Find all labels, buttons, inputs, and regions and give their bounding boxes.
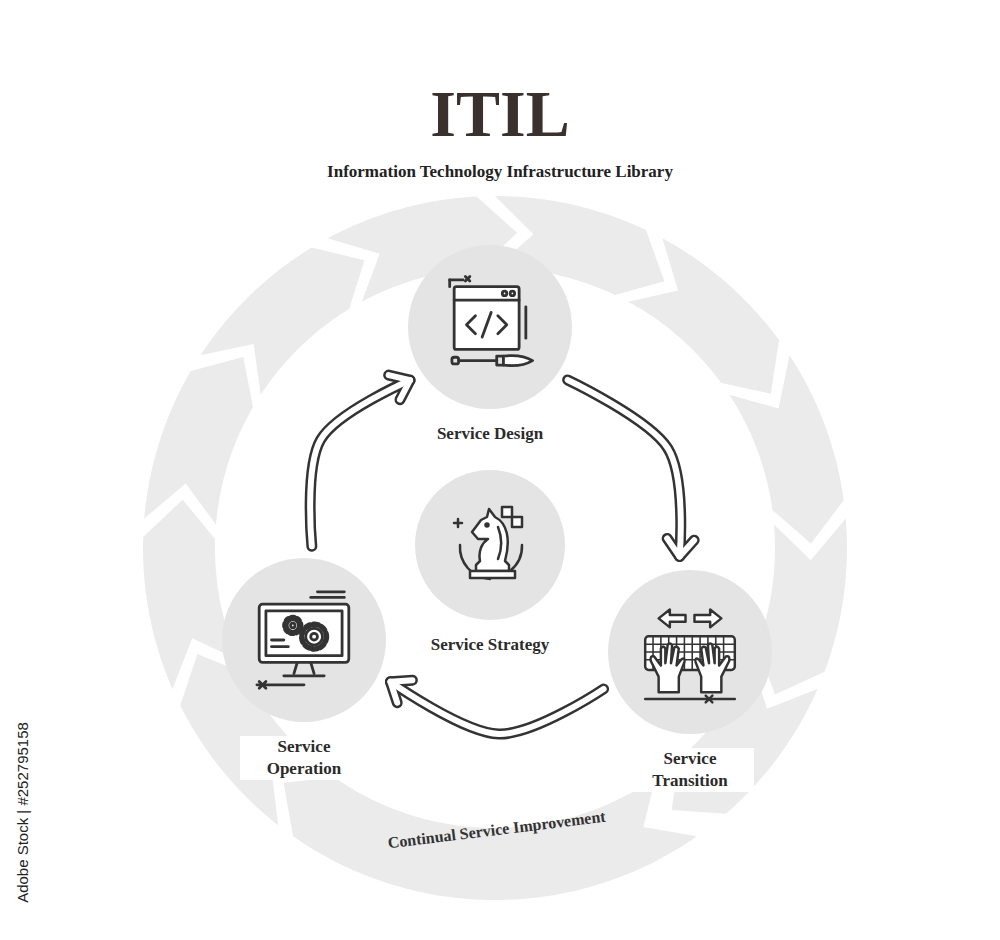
arrow-fill [310,380,410,546]
ring-arrow [757,519,847,695]
ring-arrow [729,355,843,543]
circle-outline [408,245,572,409]
stage-icon [454,507,522,579]
cycle-arrow [310,375,410,546]
stage-icon [450,277,533,366]
arrow-outline [568,380,681,557]
cycle-arrow [390,680,603,734]
arrow-outline [390,682,603,734]
stage-circle: Service Design [408,245,572,445]
arrowhead-fill [389,375,410,400]
circle-outline [222,558,386,722]
ring-arrow [144,357,253,525]
arrowhead-fill [667,538,694,556]
stage-label: Service Strategy [427,634,553,656]
stage-circle: Service Transition [608,570,772,792]
stage-label: Service Design [433,423,547,445]
stage-icon [645,609,735,702]
circle-ground [408,245,572,409]
stage-circle: Service Strategy [415,470,565,656]
ring-arrow [200,248,364,395]
subtitle: Information Technology Infrastructure Li… [327,162,673,182]
ring-arrow [143,500,238,689]
circle-ground [415,470,565,620]
cycle-label: Continual Service Improvement [387,808,607,853]
cycle-arrow [568,380,695,557]
stage-icon [257,592,349,688]
stage-circle: Service Operation [222,558,386,780]
stage-label: Service Transition [626,748,754,792]
watermark: Adobe Stock | #252795158 [14,722,31,903]
arrow-outline [310,380,410,546]
circle-outline [608,570,772,734]
arrowhead-fill [390,680,412,702]
arrow-fill [390,682,603,734]
title: ITIL [430,76,569,152]
circle-ground [608,570,772,734]
improvement-ring [143,196,847,900]
ring-arrow [284,777,697,900]
ring-arrow [628,238,779,393]
circle-ground [222,558,386,722]
circle-outline [415,470,565,620]
arrow-fill [568,380,681,557]
stage-label: Service Operation [240,736,368,780]
